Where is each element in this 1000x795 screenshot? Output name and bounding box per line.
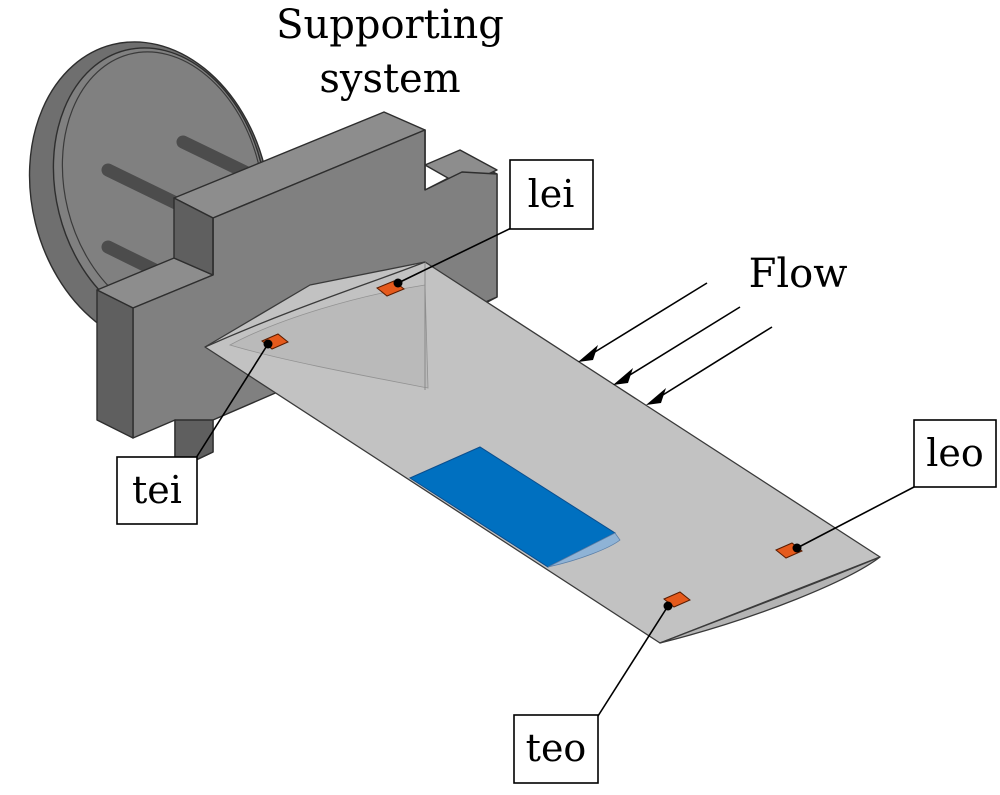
flow-label: Flow — [749, 251, 848, 297]
label-box-tei: tei — [116, 456, 198, 525]
label-leo: leo — [926, 431, 984, 475]
support-block — [96, 111, 498, 471]
flap — [408, 446, 621, 568]
label-box-leo: leo — [913, 419, 997, 488]
label-box-lei: lei — [509, 159, 594, 230]
label-teo: teo — [526, 726, 587, 770]
support-label-line1: Supporting — [276, 2, 504, 48]
wing — [204, 261, 881, 644]
label-tei: tei — [132, 468, 182, 512]
arrow-icon — [578, 282, 773, 405]
label-lei: lei — [528, 172, 575, 216]
label-box-teo: teo — [513, 714, 599, 784]
support-label-line2: system — [319, 56, 460, 102]
